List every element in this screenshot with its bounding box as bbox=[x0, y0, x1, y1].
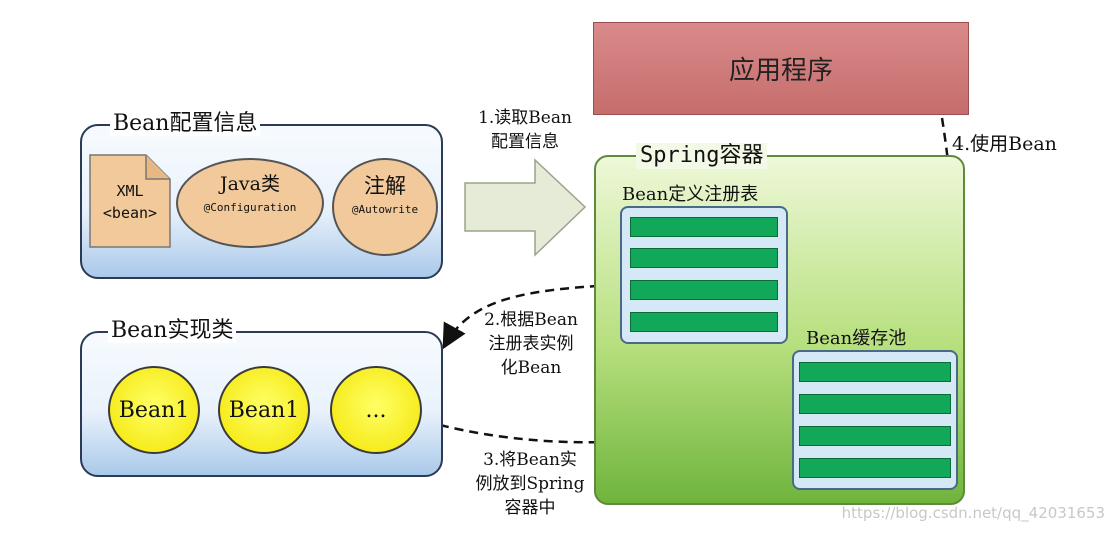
autowrite-annotation: @Autowrite bbox=[351, 203, 419, 216]
xml-bean-tag: <bean> bbox=[102, 204, 158, 222]
read-config-arrow bbox=[464, 158, 587, 257]
step2-line: 2.根据Bean bbox=[484, 310, 578, 330]
watermark: https://blog.csdn.net/qq_42031653 bbox=[841, 504, 1105, 522]
step2-label: 2.根据Bean 注册表实例 化Bean bbox=[476, 308, 586, 380]
application-box: 应用程序 bbox=[593, 22, 969, 115]
java-class-oval bbox=[176, 158, 324, 248]
step3-line: 3.将Bean实 bbox=[483, 450, 577, 470]
step3-line: 容器中 bbox=[504, 498, 556, 518]
xml-label: XML bbox=[116, 182, 144, 200]
configuration-annotation: @Configuration bbox=[203, 201, 297, 214]
step1-line: 1.读取Bean bbox=[478, 108, 572, 128]
bean-circle: Bean1 bbox=[108, 366, 200, 454]
java-class-label: Java类 bbox=[219, 173, 280, 195]
xml-document-icon bbox=[89, 154, 171, 248]
registry-title: Bean定义注册表 bbox=[622, 184, 759, 205]
annotation-label: 注解 bbox=[364, 174, 406, 198]
bean-circle: Bean1 bbox=[218, 366, 310, 454]
instantiate-arrow bbox=[442, 283, 615, 350]
annotation-oval bbox=[332, 158, 438, 256]
bean-impl-title: Bean实现类 bbox=[108, 319, 237, 343]
registry-row bbox=[630, 248, 778, 268]
bean-circle-label: ... bbox=[365, 397, 387, 423]
step4-label: 4.使用Bean bbox=[952, 133, 1057, 155]
spring-container-title: Spring容器 bbox=[636, 143, 768, 169]
cache-title: Bean缓存池 bbox=[806, 328, 907, 349]
cache-row bbox=[799, 458, 951, 478]
step3-label: 3.将Bean实 例放到Spring 容器中 bbox=[465, 448, 595, 520]
bean-cache-pool bbox=[792, 350, 958, 490]
bean-circle-label: Bean1 bbox=[118, 397, 190, 423]
bean-circle-label: Bean1 bbox=[228, 397, 300, 423]
cache-row bbox=[799, 362, 951, 382]
step1-line: 配置信息 bbox=[491, 132, 559, 152]
step1-label: 1.读取Bean 配置信息 bbox=[462, 106, 588, 154]
step2-line: 注册表实例 bbox=[488, 334, 574, 354]
bean-circle: ... bbox=[330, 366, 422, 454]
step3-line: 例放到Spring bbox=[475, 474, 585, 494]
registry-row bbox=[630, 217, 778, 237]
cache-row bbox=[799, 426, 951, 446]
bean-config-title: Bean配置信息 bbox=[110, 112, 261, 136]
step2-line: 化Bean bbox=[500, 358, 562, 378]
application-label: 应用程序 bbox=[728, 56, 833, 86]
bean-definition-registry bbox=[620, 206, 788, 344]
cache-row bbox=[799, 394, 951, 414]
registry-row bbox=[630, 312, 778, 332]
registry-row bbox=[630, 280, 778, 300]
